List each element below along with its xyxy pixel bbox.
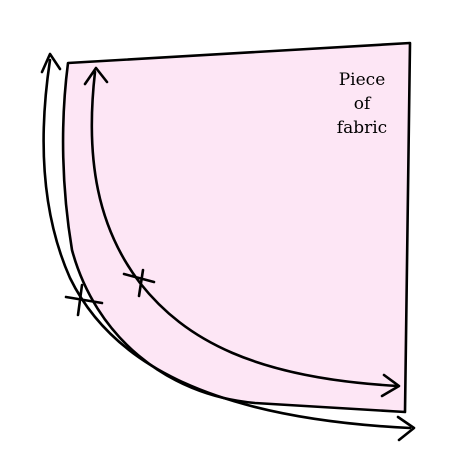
fabric-label: Piece of fabric bbox=[322, 68, 402, 140]
outer-cross-mark bbox=[64, 283, 104, 317]
inner-arrowhead-end bbox=[380, 373, 401, 398]
inner-arrowhead-top bbox=[83, 66, 109, 86]
fabric-label-line-3: fabric bbox=[336, 118, 388, 138]
fabric-label-line-1: Piece bbox=[338, 70, 386, 90]
outer-arrowhead-top bbox=[40, 52, 62, 74]
outer-arrowhead-end bbox=[396, 415, 416, 442]
inner-hash-mark bbox=[122, 268, 156, 298]
fabric-label-line-2: of bbox=[353, 94, 371, 114]
